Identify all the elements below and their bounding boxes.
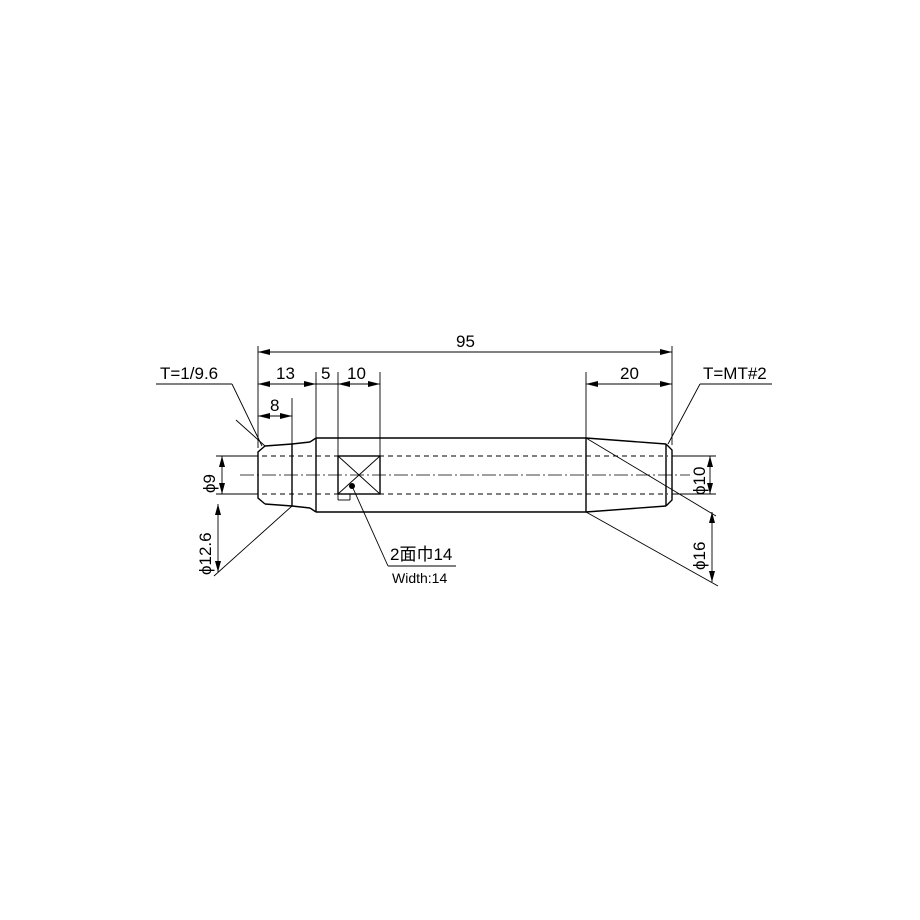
note-taper-left: T=1/9.6 bbox=[156, 364, 263, 447]
wrench-flat bbox=[337, 455, 381, 501]
dim-10-label: 10 bbox=[347, 364, 366, 383]
dim-phi9-label: ϕ9 bbox=[200, 474, 219, 493]
dim-length-20: 20 bbox=[586, 364, 672, 387]
dim-dia-10: ϕ10 bbox=[690, 456, 713, 495]
flat-en-label: Width:14 bbox=[392, 570, 447, 586]
flat-jp-label: 2面巾14 bbox=[390, 545, 452, 564]
dim-95-label: 95 bbox=[456, 332, 475, 351]
dim-phi16-label: ϕ16 bbox=[690, 542, 709, 570]
dim-5-label: 5 bbox=[321, 364, 330, 383]
dim-dia-12-6: ϕ12.6 bbox=[196, 419, 293, 577]
hidden-bore bbox=[262, 455, 668, 495]
note-wrench-flat: 2面巾14 Width:14 bbox=[349, 483, 456, 586]
dim-length-8: 8 bbox=[258, 396, 292, 419]
taper-right-label: T=MT#2 bbox=[703, 364, 767, 383]
dim-dia-9: ϕ9 bbox=[200, 456, 225, 494]
note-taper-right: T=MT#2 bbox=[667, 364, 772, 445]
dim-8-label: 8 bbox=[270, 396, 279, 415]
part-outline bbox=[257, 437, 673, 513]
dim-20-label: 20 bbox=[620, 364, 639, 383]
dim-chain-left: 13 5 10 bbox=[258, 364, 380, 387]
dim-dia-16: ϕ16 bbox=[585, 437, 719, 587]
dim-overall-length: 95 bbox=[258, 332, 672, 355]
dim-13-label: 13 bbox=[276, 364, 295, 383]
dim-phi12-6-label: ϕ12.6 bbox=[196, 532, 215, 575]
extension-lines bbox=[216, 346, 716, 495]
dim-phi10-label: ϕ10 bbox=[690, 467, 709, 495]
taper-left-label: T=1/9.6 bbox=[160, 364, 218, 383]
